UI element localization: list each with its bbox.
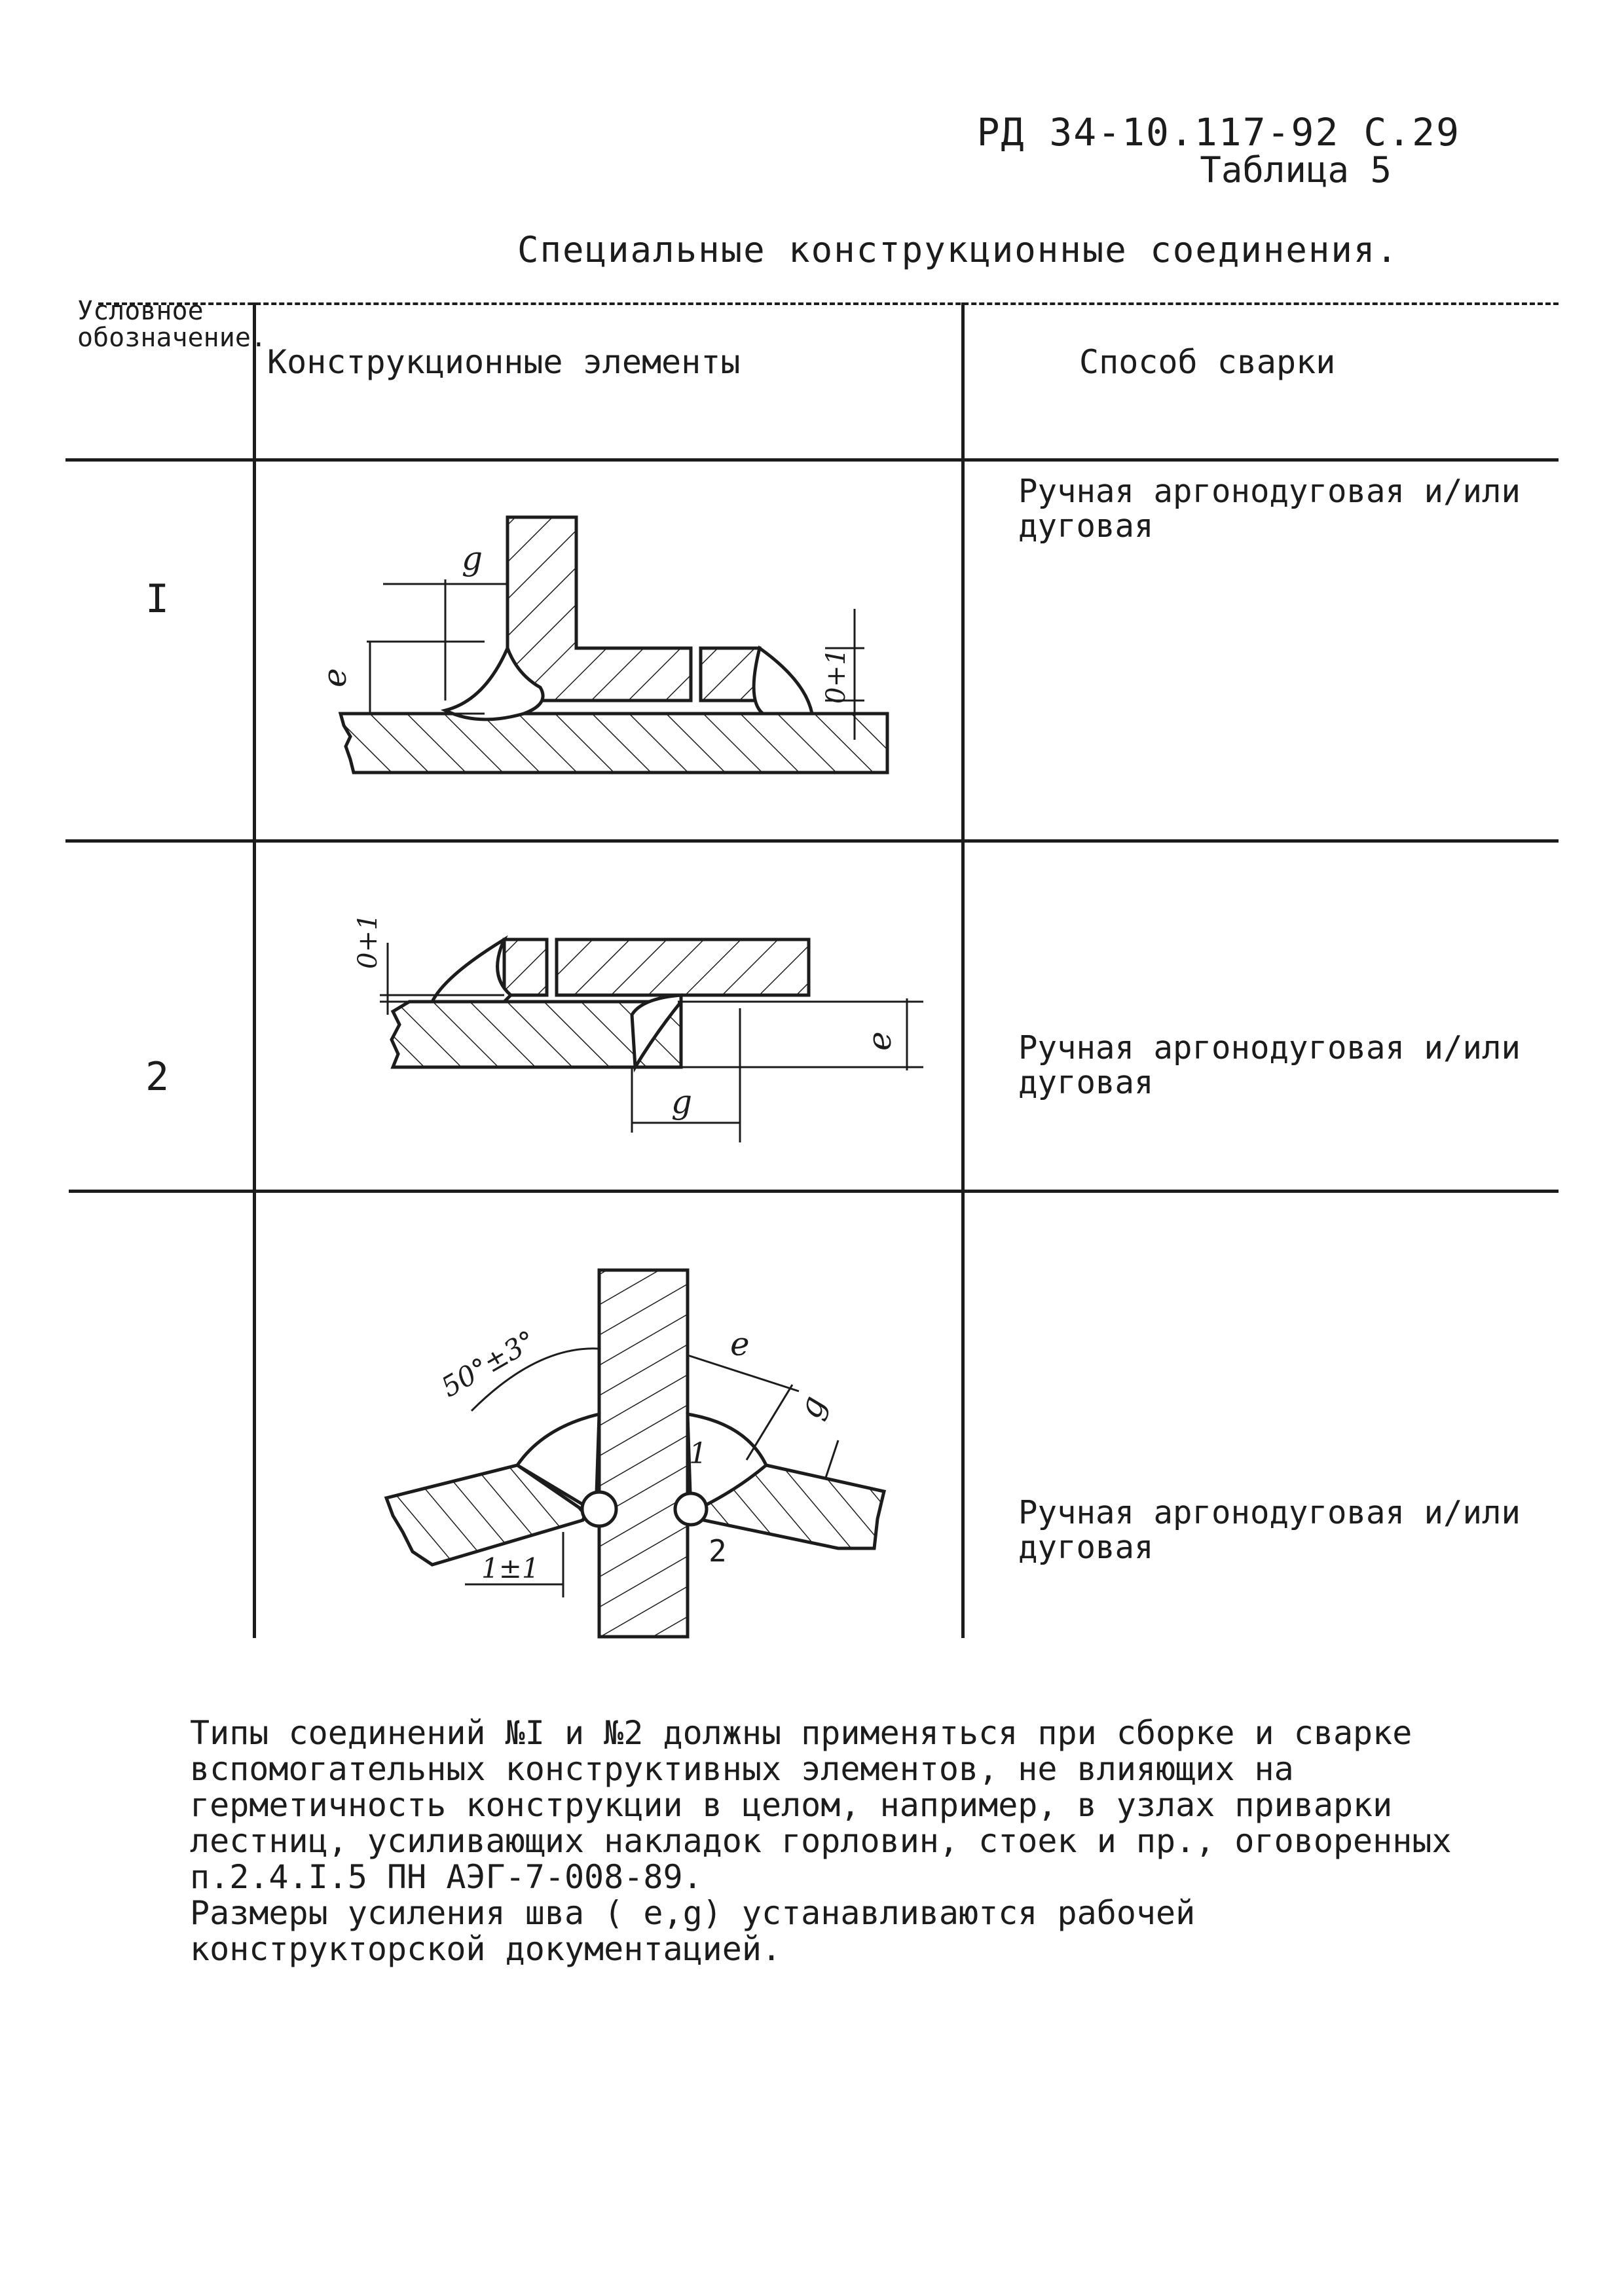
row-2-drawing: 0+1 e g [314,884,943,1152]
weld-left [515,1412,618,1528]
weld-right [673,1412,769,1527]
table-top-border [98,302,1559,305]
row-3-method: Ручная аргонодуговая и/или дуговая [1018,1494,1521,1566]
table-title: Специальные конструкционные соединения. [517,229,1399,270]
row-3-angle-label: 50°±3° [436,1324,542,1404]
table-row-divider-1 [65,839,1559,843]
row-2-dimension-g: g [671,1083,692,1121]
row-2-dimension-gap: 0+1 [353,914,383,969]
note-paragraph: Типы соединений №I и №2 должны применять… [190,1714,1452,1896]
table-col-divider-2 [961,302,965,1638]
dimension-lines [465,1347,840,1597]
column-header-elements: Конструкционные элементы [267,343,741,381]
dimension-lines [367,579,864,740]
row-2-dimension-e: e [860,1031,898,1051]
weld-bead-right [752,645,815,716]
weld-bead-lower [630,993,683,1073]
note-paragraph: Размеры усиления шва ( e,g) устанавливаю… [190,1894,1196,1968]
row-1-mark: I [145,576,170,622]
table-number: Таблица 5 [1200,149,1392,191]
row-2-mark: 2 [145,1054,170,1100]
row-3-dimension-e: e [730,1325,750,1363]
base-plate [338,712,889,774]
row-3-weld-1-label: 1 [689,1437,707,1470]
notes-block: Типы соединений №I и №2 должны применять… [190,1715,1500,1967]
row-3-dimension-g: g [790,1391,833,1423]
row-1-dimension-e: e [316,668,354,687]
upper-plate-right [555,938,811,997]
side-plate [699,646,762,702]
row-3-weld-2-label: 2 [709,1533,727,1569]
row-1-method: Ручная аргонодуговая и/или дуговая [1018,473,1521,545]
row-3-drawing: 50°±3° e g 1 2 1±1 [367,1257,904,1663]
table-row-divider-2 [69,1190,1559,1193]
document-header-code: РД 34-10.117-92 С.29 [976,110,1460,155]
left-branch-plate [384,1463,589,1567]
column-header-mark: Условное обозначение. [77,296,267,353]
table-header-divider [65,458,1559,462]
weld-bead-upper [429,935,513,1004]
dimension-lines [380,943,923,1142]
row-2-method: Ручная аргонодуговая и/или дуговая [1018,1029,1521,1101]
column-header-method: Способ сварки [1079,343,1336,381]
row-1-drawing: g e 0+1 [288,484,930,799]
weld-bead-left [440,644,545,721]
row-3-gap-label: 1±1 [481,1552,540,1584]
lower-plate [390,1000,683,1069]
t-stiffener [506,515,693,702]
table-col-divider-1 [253,302,256,1638]
center-plate [597,1268,690,1639]
row-1-dimension-g: g [462,539,483,577]
row-1-dimension-gap: 0+1 [821,649,851,704]
upper-plate-left [502,938,549,997]
